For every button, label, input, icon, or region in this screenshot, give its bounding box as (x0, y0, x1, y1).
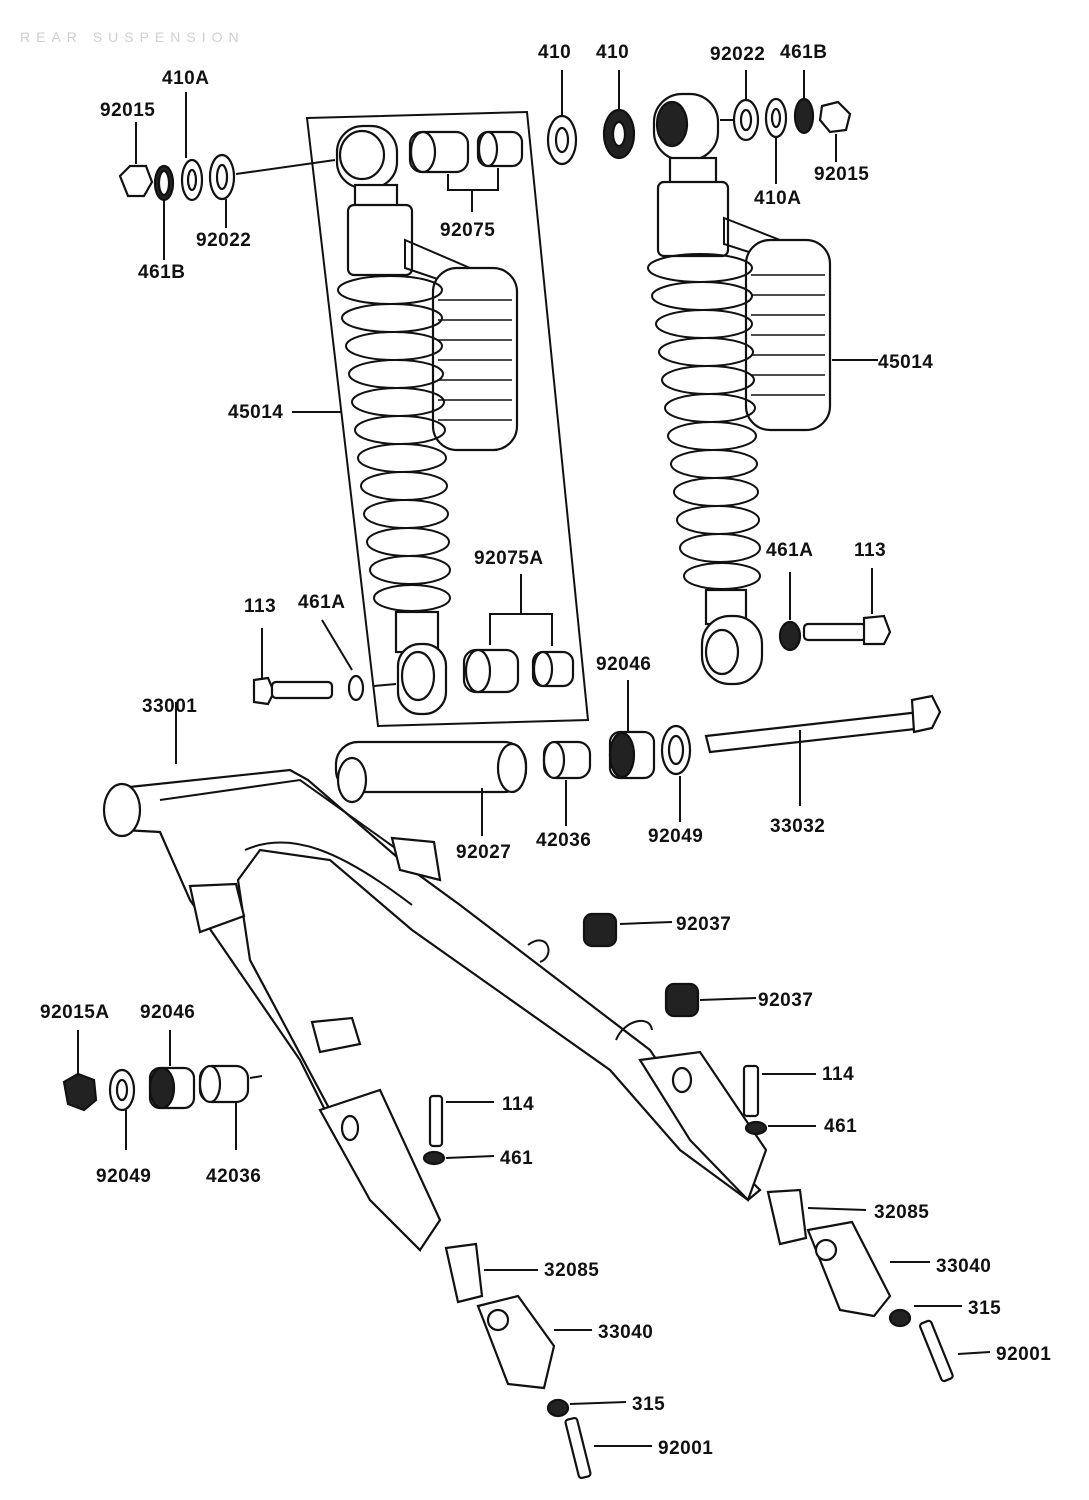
swingarm-33001 (102, 702, 768, 1253)
label-461B-left: 461B (138, 262, 185, 283)
label-315-left: 315 (632, 1394, 665, 1415)
label-92049-bottom: 92049 (96, 1166, 151, 1187)
nuts-92037 (582, 912, 757, 1018)
chain-adjuster-left (444, 1242, 652, 1480)
label-33001: 33001 (142, 696, 197, 717)
left-shock-assembly-box (305, 110, 590, 728)
header-noise-text: REAR SUSPENSION (20, 29, 245, 45)
right-lower-fasteners (778, 568, 892, 652)
left-top-hardware (118, 92, 336, 260)
label-114-right: 114 (822, 1064, 854, 1085)
label-410-b: 410 (596, 42, 629, 63)
label-92015A: 92015A (40, 1002, 110, 1023)
label-45014-right: 45014 (878, 352, 933, 373)
label-410-a: 410 (538, 42, 571, 63)
label-45014-left: 45014 (228, 402, 283, 423)
label-33032: 33032 (770, 816, 825, 837)
label-32085-right: 32085 (874, 1202, 929, 1223)
label-32085-left: 32085 (544, 1260, 599, 1281)
left-pivot-hardware (62, 1030, 263, 1150)
label-92015-right: 92015 (814, 164, 869, 185)
label-410A-right: 410A (754, 188, 801, 209)
label-92001-left: 92001 (658, 1438, 713, 1459)
label-42036-bottom: 42036 (206, 1166, 261, 1187)
label-114-left: 114 (502, 1094, 534, 1115)
part-number-labels: 410 410 92022 461B 410A 92015 92015 410A… (40, 42, 1051, 1459)
chain-adjuster-right (766, 1188, 991, 1383)
washers-410 (546, 70, 636, 166)
label-42036-top: 42036 (536, 830, 591, 851)
pivot-parts (334, 680, 942, 836)
bushing-92075A (462, 574, 575, 694)
bolts-114-and-washers-461 (422, 1064, 816, 1166)
left-shock-absorber (335, 124, 519, 716)
label-92022-left: 92022 (196, 230, 251, 251)
label-410A-left: 410A (162, 68, 209, 89)
label-92022-right: 92022 (710, 44, 765, 65)
left-lower-fasteners (252, 619, 397, 706)
label-92049-top: 92049 (648, 826, 703, 847)
label-92046-bottom: 92046 (140, 1002, 195, 1023)
label-33040-right: 33040 (936, 1256, 991, 1277)
label-461A-left: 461A (298, 592, 345, 613)
label-113-left: 113 (244, 596, 276, 617)
label-92037-a: 92037 (676, 914, 731, 935)
label-461-left: 461 (500, 1148, 533, 1169)
label-92001-right: 92001 (996, 1344, 1051, 1365)
label-113-right: 113 (854, 540, 886, 561)
right-shock-absorber (647, 92, 878, 686)
label-92015-left: 92015 (100, 100, 155, 121)
label-92075A: 92075A (474, 548, 544, 569)
label-92046-top: 92046 (596, 654, 651, 675)
right-top-hardware (720, 70, 852, 184)
label-92027: 92027 (456, 842, 511, 863)
bushing-92075 (408, 130, 524, 212)
label-92075: 92075 (440, 220, 495, 241)
label-461-right: 461 (824, 1116, 857, 1137)
label-315-right: 315 (968, 1298, 1001, 1319)
label-461A-right: 461A (766, 540, 813, 561)
label-33040-left: 33040 (598, 1322, 653, 1343)
label-92037-b: 92037 (758, 990, 813, 1011)
label-461B-right: 461B (780, 42, 827, 63)
